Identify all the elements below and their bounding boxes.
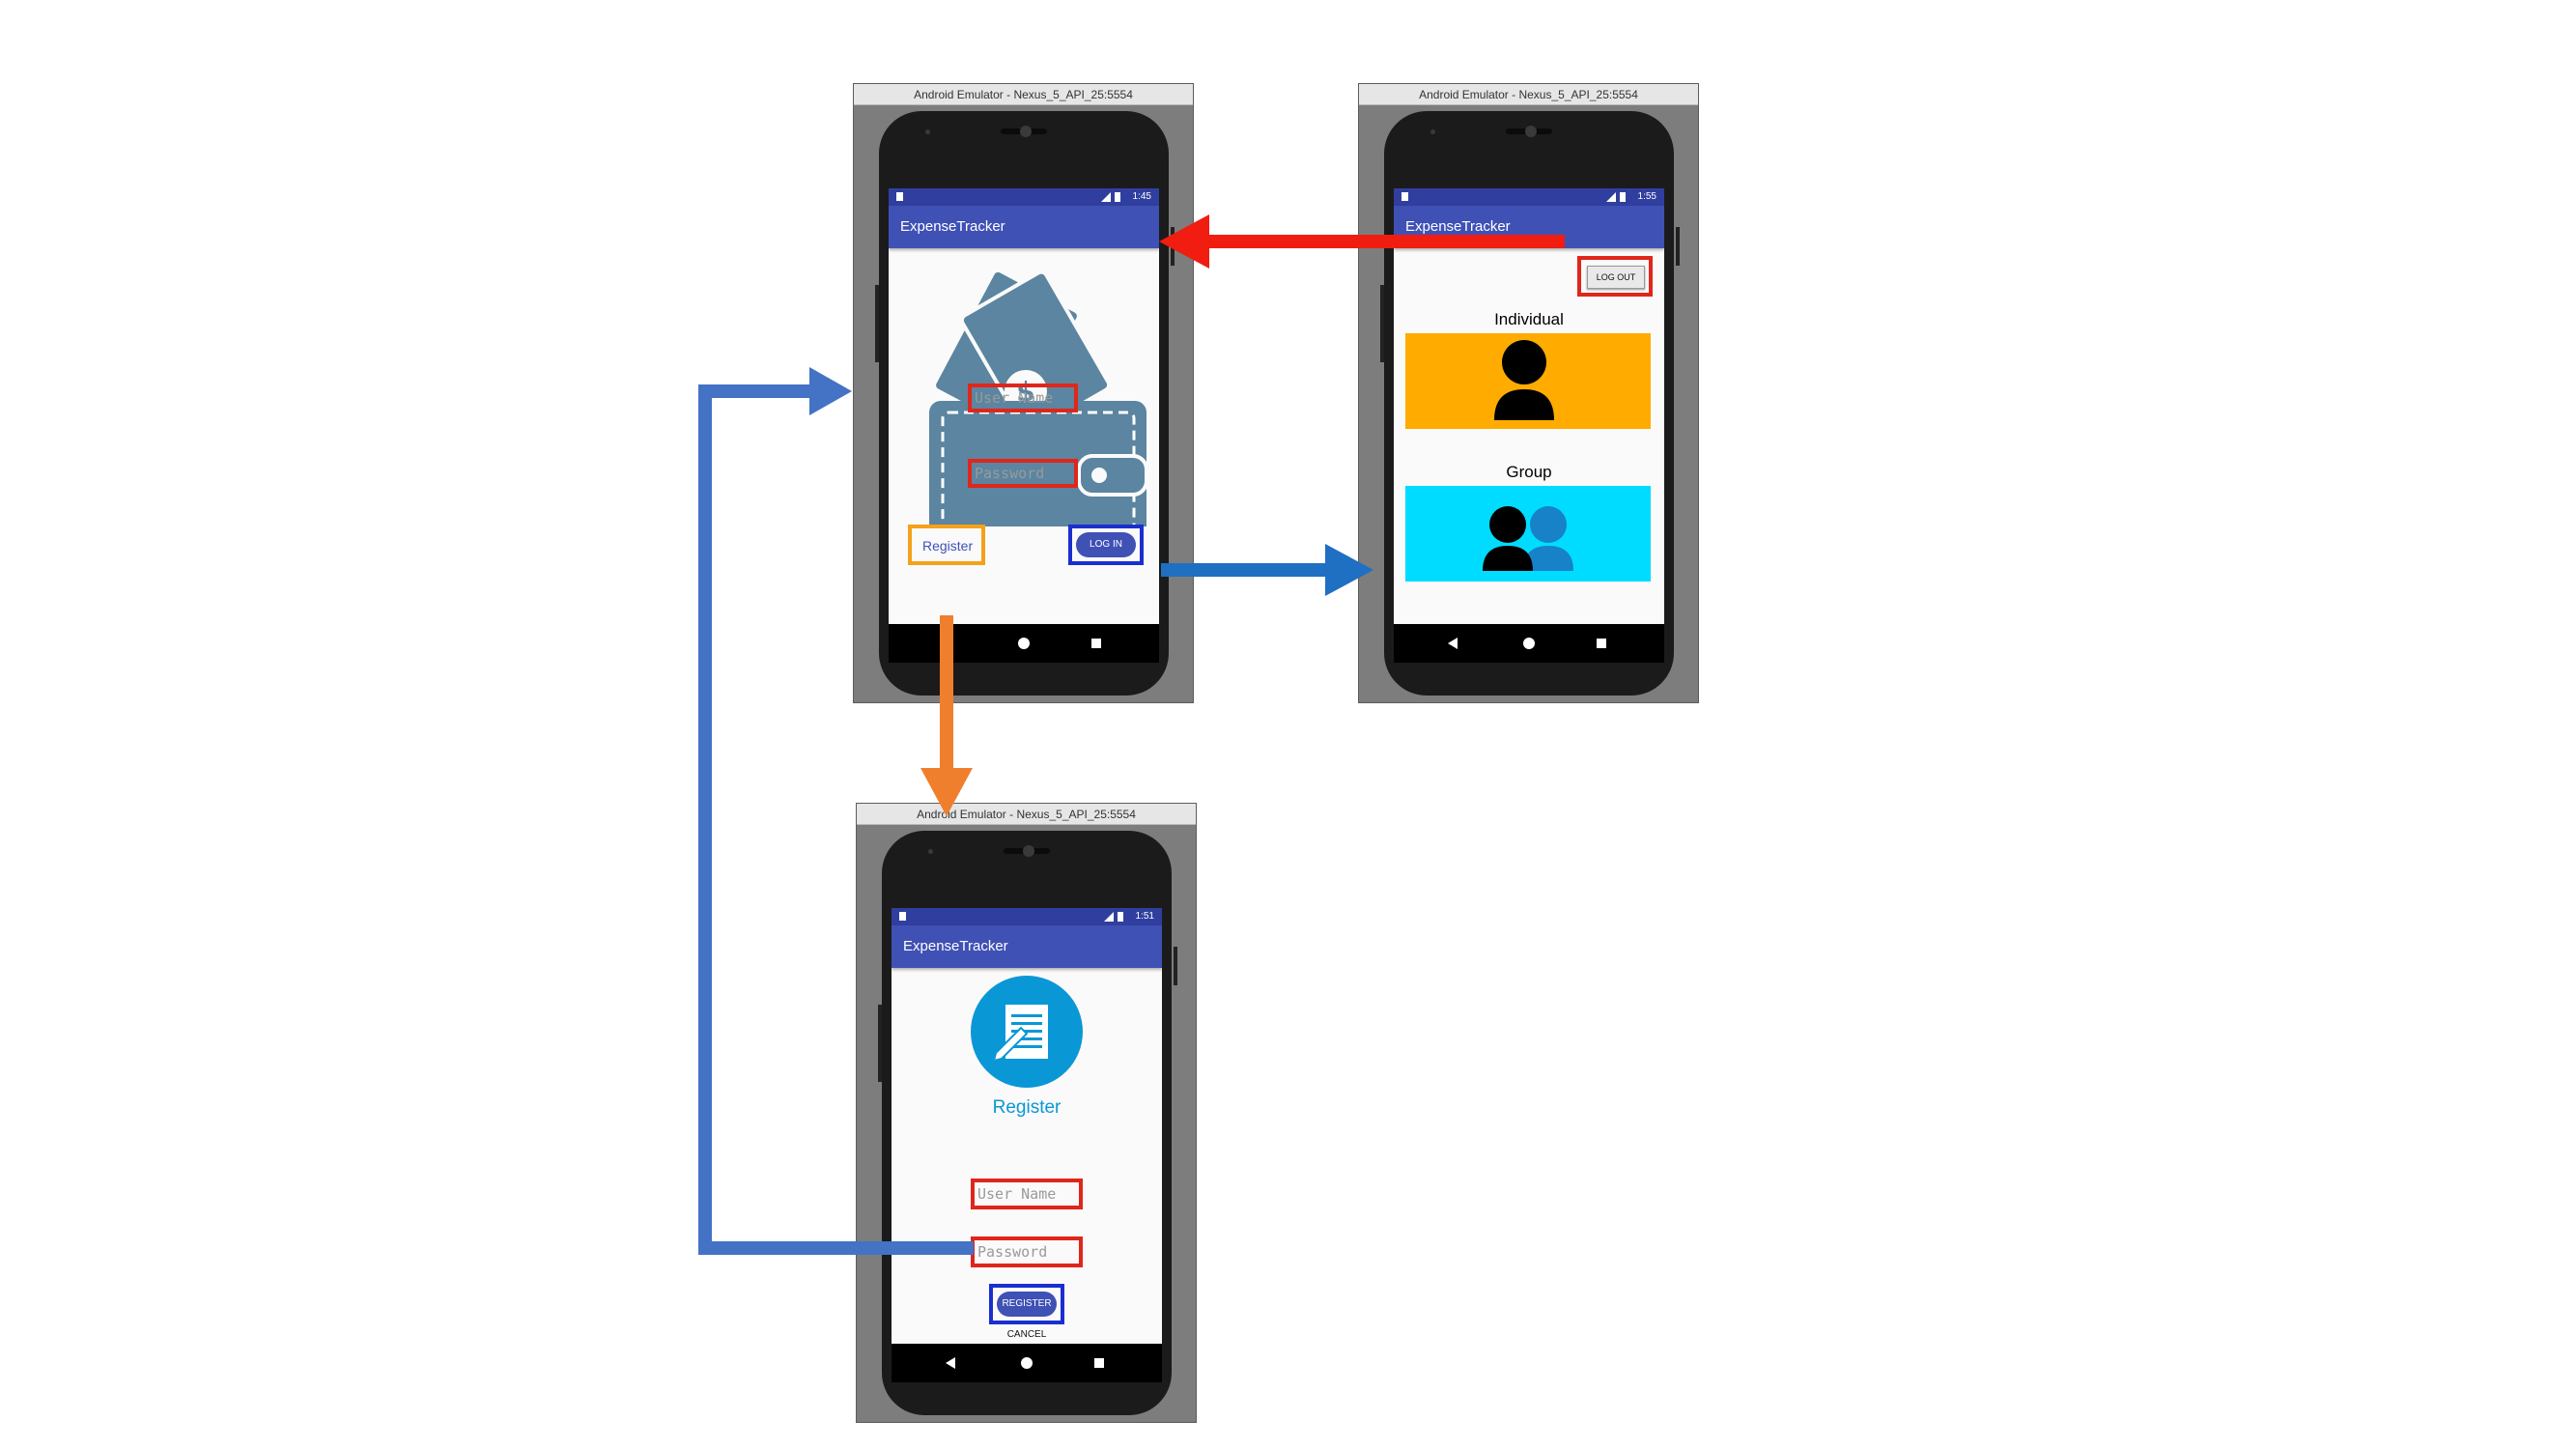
- nav-recent-icon[interactable]: [1091, 639, 1101, 648]
- cancel-button[interactable]: CANCEL: [1006, 1329, 1047, 1340]
- login-button-highlight: LOG IN: [1068, 525, 1144, 565]
- person-icon: [1494, 340, 1554, 420]
- wallet-clasp: [1077, 454, 1148, 497]
- register-button[interactable]: REGISTER: [997, 1292, 1057, 1317]
- nav-recent-icon[interactable]: [1597, 639, 1606, 648]
- login-button[interactable]: LOG IN: [1076, 532, 1136, 557]
- nav-home-icon[interactable]: [1523, 638, 1535, 649]
- register-button-highlight: REGISTER: [989, 1284, 1064, 1324]
- home-screen: 1:55 ExpenseTracker LOG OUT Individual G…: [1394, 188, 1664, 663]
- logout-button[interactable]: LOG OUT: [1587, 266, 1645, 289]
- status-time: 1:51: [1135, 911, 1154, 922]
- username-field[interactable]: User Name: [968, 384, 1078, 412]
- emulator-login: Android Emulator - Nexus_5_API_25:5554 1…: [853, 83, 1194, 703]
- wallet-money-icon: $: [929, 268, 1148, 526]
- app-bar-title: ExpenseTracker: [889, 206, 1159, 248]
- password-placeholder: Password: [975, 465, 1045, 482]
- username-placeholder: User Name: [975, 389, 1054, 407]
- status-bar: 1:55: [1394, 188, 1664, 206]
- individual-label: Individual: [1494, 310, 1564, 328]
- nav-recent-icon[interactable]: [1094, 1358, 1104, 1368]
- group-label: Group: [1506, 463, 1552, 481]
- emulator-home: Android Emulator - Nexus_5_API_25:5554 1…: [1358, 83, 1699, 703]
- phone-frame: 1:51 ExpenseTracker Register User Name P…: [878, 831, 1177, 1415]
- logout-button-highlight: LOG OUT: [1577, 256, 1653, 297]
- password-field[interactable]: Password: [968, 459, 1078, 488]
- status-bar: 1:45: [889, 188, 1159, 206]
- individual-tile[interactable]: [1405, 333, 1651, 429]
- emulator-register: Android Emulator - Nexus_5_API_25:5554 1…: [856, 803, 1197, 1423]
- nav-back-icon[interactable]: [946, 1357, 955, 1369]
- group-tile[interactable]: [1405, 486, 1651, 582]
- register-heading: Register: [992, 1097, 1062, 1118]
- register-screen: 1:51 ExpenseTracker Register User Name P…: [892, 908, 1162, 1382]
- emulator-window-title: Android Emulator - Nexus_5_API_25:5554: [854, 84, 1193, 105]
- arrow-register-link-to-register: [920, 615, 973, 816]
- phone-frame: 1:45 ExpenseTracker $ User Name: [875, 111, 1175, 696]
- register-link-label: Register: [922, 538, 974, 554]
- phone-frame: 1:55 ExpenseTracker LOG OUT Individual G…: [1380, 111, 1680, 696]
- people-group-icon: [1483, 506, 1573, 571]
- document-edit-icon: [971, 976, 1083, 1088]
- nav-bar: [889, 624, 1159, 663]
- nav-back-icon[interactable]: [1448, 638, 1458, 649]
- app-bar-title: ExpenseTracker: [892, 925, 1162, 968]
- username-field[interactable]: User Name: [971, 1179, 1083, 1209]
- emulator-window-title: Android Emulator - Nexus_5_API_25:5554: [857, 804, 1196, 825]
- nav-bar: [892, 1344, 1162, 1382]
- nav-home-icon[interactable]: [1021, 1357, 1033, 1369]
- arrow-logout-to-login: [1159, 214, 1565, 269]
- password-placeholder: Password: [977, 1243, 1048, 1261]
- username-placeholder: User Name: [977, 1185, 1057, 1203]
- status-bar: 1:51: [892, 908, 1162, 925]
- register-link[interactable]: Register: [908, 525, 985, 565]
- arrow-register-to-login: [698, 367, 974, 1255]
- arrow-login-to-home: [1161, 544, 1373, 596]
- status-time: 1:45: [1132, 191, 1151, 202]
- nav-home-icon[interactable]: [1018, 638, 1030, 649]
- login-screen: 1:45 ExpenseTracker $ User Name: [889, 188, 1159, 663]
- nav-bar: [1394, 624, 1664, 663]
- emulator-window-title: Android Emulator - Nexus_5_API_25:5554: [1359, 84, 1698, 105]
- status-time: 1:55: [1637, 191, 1656, 202]
